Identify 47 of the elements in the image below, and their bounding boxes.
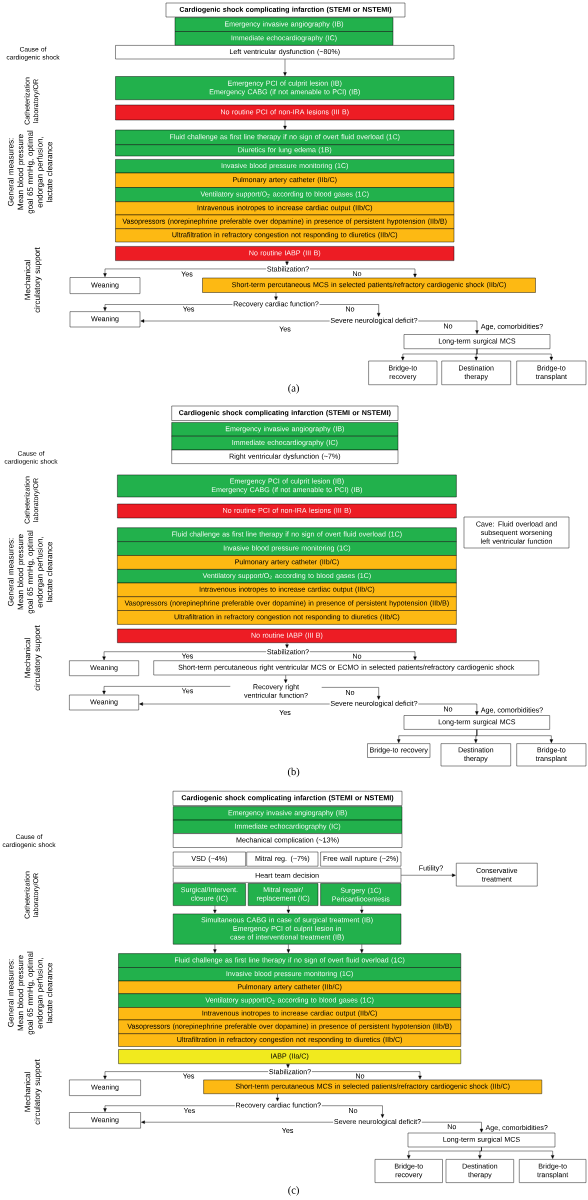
arrow [102,686,231,695]
section-label: Mechanical circulatory support [24,1059,42,1125]
arrow [102,651,267,661]
arrow [319,304,381,317]
panel-label: (c) [288,1186,299,1196]
arrow [476,729,553,744]
section-label: General measures: Mean blood pressure goal 65 mmHg, optimal endorgan perfusion, lactate clearance [7,951,53,1035]
arrow [139,702,330,706]
arrow [321,1105,385,1118]
arrow [141,1120,334,1124]
arrow [284,675,288,684]
arrow [286,1063,290,1068]
arrow [103,1071,269,1080]
arrow [360,944,364,954]
arrow [103,304,233,312]
arrow [285,642,289,649]
arrow [274,292,278,301]
arrow [283,59,287,76]
section-label: General measures: Mean blood pressure goal 65 mmHg, optimal endorgan perfusion, lactate clearance [7,130,53,214]
arrow [360,905,364,914]
arrow [283,120,287,130]
arrow [103,268,267,277]
arrow [476,348,553,361]
arrow [421,1121,484,1133]
arrow [401,873,456,877]
section-label: Mechanical circulatory support [24,247,42,313]
arrow [275,1093,280,1102]
panel-label: (a) [288,384,299,394]
arrow [418,320,479,334]
arrow [213,905,217,914]
arrow [478,1147,482,1159]
arrow [309,268,417,278]
arrow [140,319,330,323]
arrow [285,260,289,266]
arrow [309,651,417,661]
arrow [407,1147,482,1159]
arrow [213,944,217,954]
arrow [418,703,479,715]
arrow [311,1071,422,1080]
arrow [481,1147,555,1159]
section-label: General measures: Mean blood pressure goal 65 mmHg, optimal endorgan perfusion, lactate clearance [7,530,53,614]
arrow [286,944,291,954]
panel-label: (b) [287,767,300,778]
arrow [286,905,291,914]
arrow [321,687,381,700]
arrow [103,1105,235,1112]
section-label: Mechanical circulatory support [24,625,42,691]
